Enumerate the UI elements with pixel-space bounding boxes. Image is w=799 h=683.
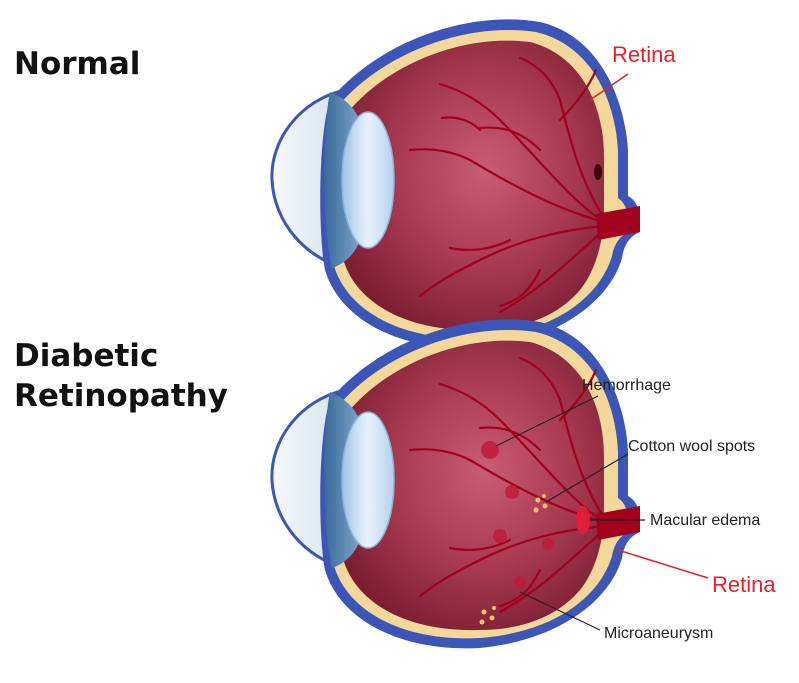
macula-normal	[594, 164, 602, 180]
lens-normal	[342, 112, 394, 248]
macular-edema-spot	[576, 506, 590, 534]
label-hemorrhage: Hemorrhage	[582, 377, 671, 394]
label-cotton-wool-spots: Cotton wool spots	[628, 438, 755, 455]
eye-diabetic	[272, 319, 640, 648]
leader-retina-bottom	[618, 550, 708, 578]
label-retina-top: Retina	[612, 42, 676, 67]
eye-normal	[272, 19, 640, 348]
label-macular-edema: Macular edema	[650, 512, 760, 529]
lens-diabetic	[342, 412, 394, 548]
label-retina-bottom: Retina	[712, 572, 776, 597]
label-microaneurysm: Microaneurysm	[604, 625, 713, 642]
